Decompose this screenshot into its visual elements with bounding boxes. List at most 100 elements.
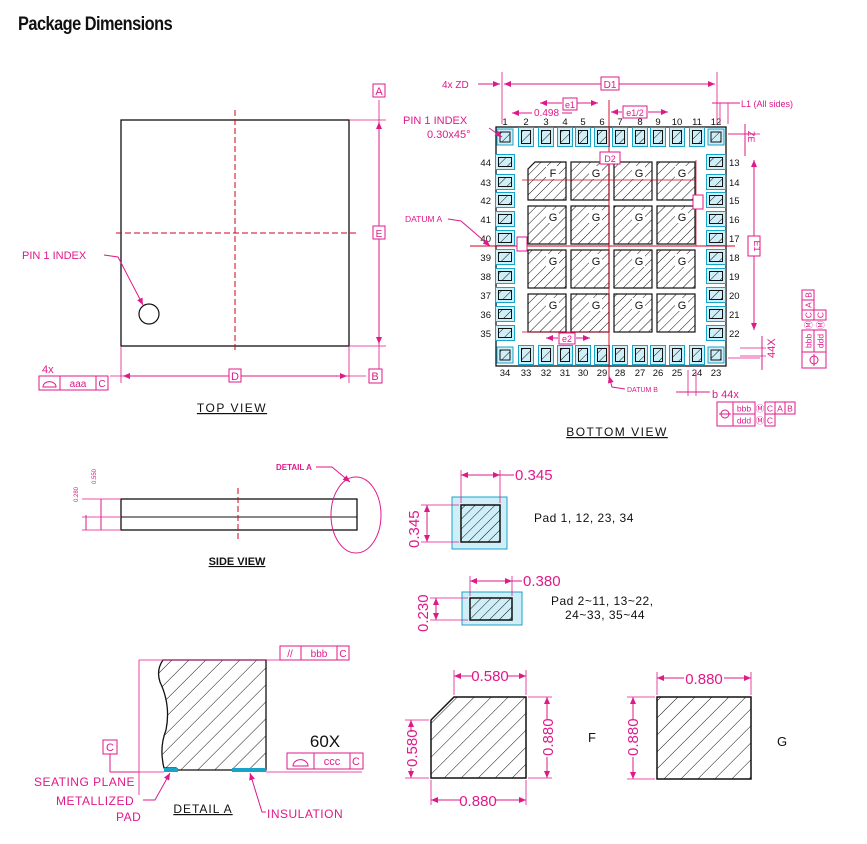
corner-pad-width: 0.345 [515,467,553,484]
fcf-cell: Ⓜ [756,404,765,414]
pad-16 [709,214,723,224]
fcf-cell: B [787,404,793,414]
fcf-cell: C [767,416,773,426]
pin-label-bottom: 25 [672,368,683,379]
datum-c: C [106,742,114,754]
pad-19 [709,271,723,281]
bottom-view-caption: BOTTOM VIEW [566,425,668,439]
package-outline-bottom [495,126,727,367]
grid-pad-g [613,293,653,333]
corner-pad-label: Pad 1, 12, 23, 34 [534,511,634,525]
pad-6 [597,130,607,144]
ze-label: ZE [746,131,756,143]
dim-d1: D1 [604,80,617,91]
pad-5 [578,130,588,144]
pad-g-top: 0.880 [685,671,723,688]
pin-label-top: 8 [637,117,642,128]
grid-letter: G [678,212,687,224]
package-outline-side [120,498,358,531]
pin-label-top: 11 [692,117,702,128]
fcf-cell: ddd [737,416,751,426]
pin-label-right: 22 [729,329,740,340]
pad-43 [498,177,512,187]
dim-e2: e2 [562,334,572,344]
pad-36 [498,309,512,319]
pad-14 [709,177,723,187]
pin-label-right: 20 [729,291,740,302]
pin-label-bottom: 24 [692,368,703,379]
pin-label-left: 38 [480,272,491,283]
pin-label-right: 13 [729,158,740,169]
pin-label-left: 44 [480,158,491,169]
pad-3 [541,130,551,144]
pin-label-bottom: 29 [597,368,608,379]
side-pad-shape [469,597,513,621]
pin-label-left: 42 [480,196,491,207]
dim-d2: D2 [604,154,616,164]
side-view: 0.280 0.550 DETAIL A SIDE VIEW [74,463,382,568]
pad-f-right: 0.880 [540,718,557,756]
pin-label-bottom: 33 [521,368,532,379]
side-pad-label-2: 24~33, 35~44 [565,608,645,622]
fcf-cell: C [767,404,773,414]
pin-label-bottom: 34 [500,368,511,379]
pin-label-top: 5 [580,117,585,128]
pad-22 [709,328,723,338]
pin-label-bottom: 32 [541,368,552,379]
count-4x-top: 4x [42,364,54,376]
pad-f-shape [430,696,527,779]
fcf-cell: bbb [804,334,814,348]
pin-label-top: 12 [711,117,722,128]
pin-label-right: 15 [729,196,740,207]
pin-label-right: 18 [729,253,740,264]
corner-pad-shape [460,504,501,543]
pin-label-left: 35 [480,329,491,340]
side-pad-label-1: Pad 2~11, 13~22, [551,594,654,608]
fcf-cell: A [777,404,783,414]
pad-f-label: F [588,730,596,745]
grid-letter: G [635,256,644,268]
pin-label-top: 9 [655,117,660,128]
pad-40 [498,233,512,243]
pad-label: PAD [116,810,141,824]
datum-a-label: DATUM A [405,214,442,224]
pad-17 [709,233,723,243]
grid-letter: G [549,300,558,312]
pad-f-top: 0.580 [471,668,509,685]
pin-label-bottom: 23 [711,368,722,379]
pin-label-top: 7 [617,117,622,128]
fcf-cell: B [804,292,814,298]
pin-label-right: 17 [729,234,740,245]
pad-21 [709,309,723,319]
detail-body [157,659,267,771]
pad-20 [709,290,723,300]
grid-letter: G [592,256,601,268]
detail-a-caption: DETAIL A [173,802,232,816]
fcf-cell: Ⓜ [816,320,826,329]
fcf-cell: ddd [816,334,826,348]
chamfer-label: 0.30x45° [427,129,471,141]
pad-25 [672,348,682,362]
pin-label-right: 21 [729,310,740,321]
pin-label-top: 4 [562,117,567,128]
pin-label-left: 41 [480,215,491,226]
pad-31 [560,348,570,362]
dim-d-top: D [231,371,239,383]
pad-24 [692,348,702,362]
dim-0280: 0.280 [74,486,80,502]
pin-label-bottom: 26 [653,368,664,379]
page-title: Package Dimensions [18,14,173,35]
grid-letter: G [678,300,687,312]
e1-label: e1 [565,100,575,110]
pad-39 [498,252,512,262]
fcf-cell: A [804,302,814,308]
pad-34 [499,349,511,361]
pad-11 [692,130,702,144]
pad-35 [498,328,512,338]
side-pad-width: 0.380 [523,573,561,590]
seating-plane-label: SEATING PLANE [34,775,135,789]
grid-letter: F [550,168,557,180]
flatness-aaa: aaa [70,379,87,390]
